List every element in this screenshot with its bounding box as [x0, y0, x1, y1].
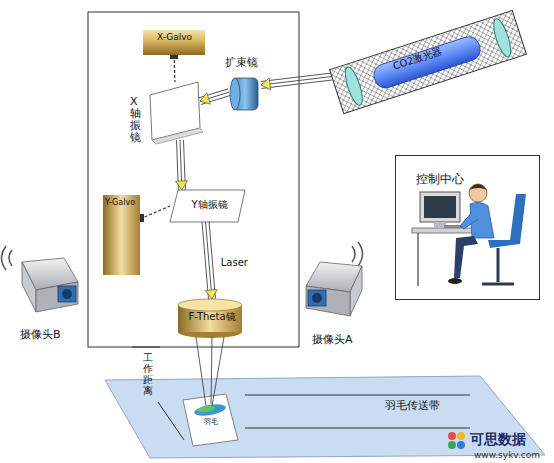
camera: 摄像头B	[18, 255, 80, 303]
laser-tube: CO2激光器	[332, 36, 522, 90]
laser-beam	[199, 89, 230, 105]
node-text: 摄像头A	[312, 333, 353, 346]
laser-beam	[176, 140, 188, 190]
galvo-mirror: X轴振镜	[150, 82, 200, 140]
watermark: 可思数据	[470, 431, 526, 448]
control-box: 控制中心	[395, 155, 540, 300]
node-text: 羽毛	[190, 418, 232, 426]
node-text: 羽毛传送带	[385, 399, 440, 412]
node-text: Y轴振镜	[170, 199, 249, 211]
feather-tag: 羽毛	[190, 404, 232, 434]
dimension-label: 工作距离	[143, 352, 153, 396]
galvo-motor: Y-Galvo	[103, 195, 140, 275]
camera: 摄像头A	[300, 262, 366, 310]
galvo-mirror: Y轴振镜	[170, 190, 249, 222]
node-text: 控制中心	[416, 172, 464, 186]
node-text: 扩束镜	[225, 56, 258, 69]
galvo-motor: X-Galvo	[143, 30, 205, 55]
connector	[211, 337, 212, 404]
f-theta-lens: F-Theta镜	[178, 299, 246, 337]
node-text: X-Galvo	[157, 32, 192, 43]
watermark: www.sykv.com	[474, 450, 540, 461]
laser-beam	[261, 73, 333, 90]
edge-label: Laser	[219, 257, 250, 269]
node-text: X轴振镜	[130, 96, 141, 144]
node-text: Y-Galvo	[105, 198, 135, 208]
beam-expander: 扩束镜	[229, 76, 261, 112]
connector	[140, 206, 170, 219]
connector	[174, 55, 175, 82]
node-text: CO2激光器	[391, 45, 443, 72]
node-text: 摄像头B	[20, 328, 61, 341]
node-text: F-Theta镜	[178, 311, 246, 323]
laser-beam	[202, 222, 217, 300]
